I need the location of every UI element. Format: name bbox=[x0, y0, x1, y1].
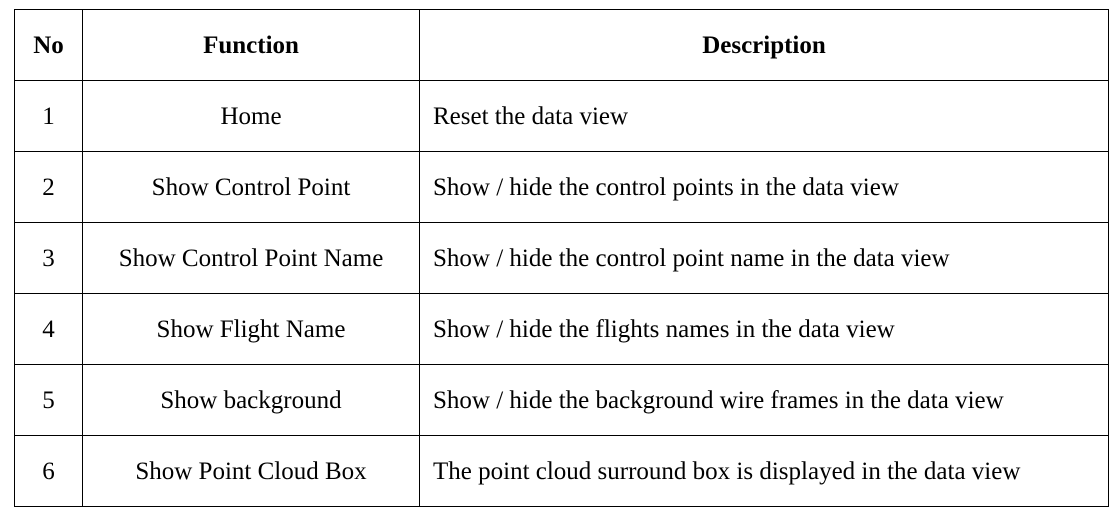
row-number: 6 bbox=[14, 435, 83, 507]
table-row: 5 Show background Show / hide the backgr… bbox=[14, 364, 1109, 436]
function-description: The point cloud surround box is displaye… bbox=[419, 435, 1109, 507]
header-function: Function bbox=[82, 9, 420, 81]
header-no: No bbox=[14, 9, 83, 81]
function-description: Reset the data view bbox=[419, 80, 1109, 152]
function-name: Show Control Point bbox=[82, 151, 420, 223]
row-number: 2 bbox=[14, 151, 83, 223]
table-row: 3 Show Control Point Name Show / hide th… bbox=[14, 222, 1109, 294]
function-table: No Function Description 1 Home Reset the… bbox=[14, 9, 1109, 507]
function-description: Show / hide the flights names in the dat… bbox=[419, 293, 1109, 365]
table-row: 2 Show Control Point Show / hide the con… bbox=[14, 151, 1109, 223]
function-name: Show background bbox=[82, 364, 420, 436]
function-description: Show / hide the control point name in th… bbox=[419, 222, 1109, 294]
table-row: 6 Show Point Cloud Box The point cloud s… bbox=[14, 435, 1109, 507]
table-row: 4 Show Flight Name Show / hide the fligh… bbox=[14, 293, 1109, 365]
function-name: Show Point Cloud Box bbox=[82, 435, 420, 507]
row-number: 4 bbox=[14, 293, 83, 365]
table-header-row: No Function Description bbox=[14, 9, 1109, 81]
function-description: Show / hide the background wire frames i… bbox=[419, 364, 1109, 436]
row-number: 5 bbox=[14, 364, 83, 436]
header-description: Description bbox=[419, 9, 1109, 81]
function-name: Show Control Point Name bbox=[82, 222, 420, 294]
function-description: Show / hide the control points in the da… bbox=[419, 151, 1109, 223]
table-row: 1 Home Reset the data view bbox=[14, 80, 1109, 152]
function-name: Show Flight Name bbox=[82, 293, 420, 365]
row-number: 1 bbox=[14, 80, 83, 152]
row-number: 3 bbox=[14, 222, 83, 294]
function-name: Home bbox=[82, 80, 420, 152]
